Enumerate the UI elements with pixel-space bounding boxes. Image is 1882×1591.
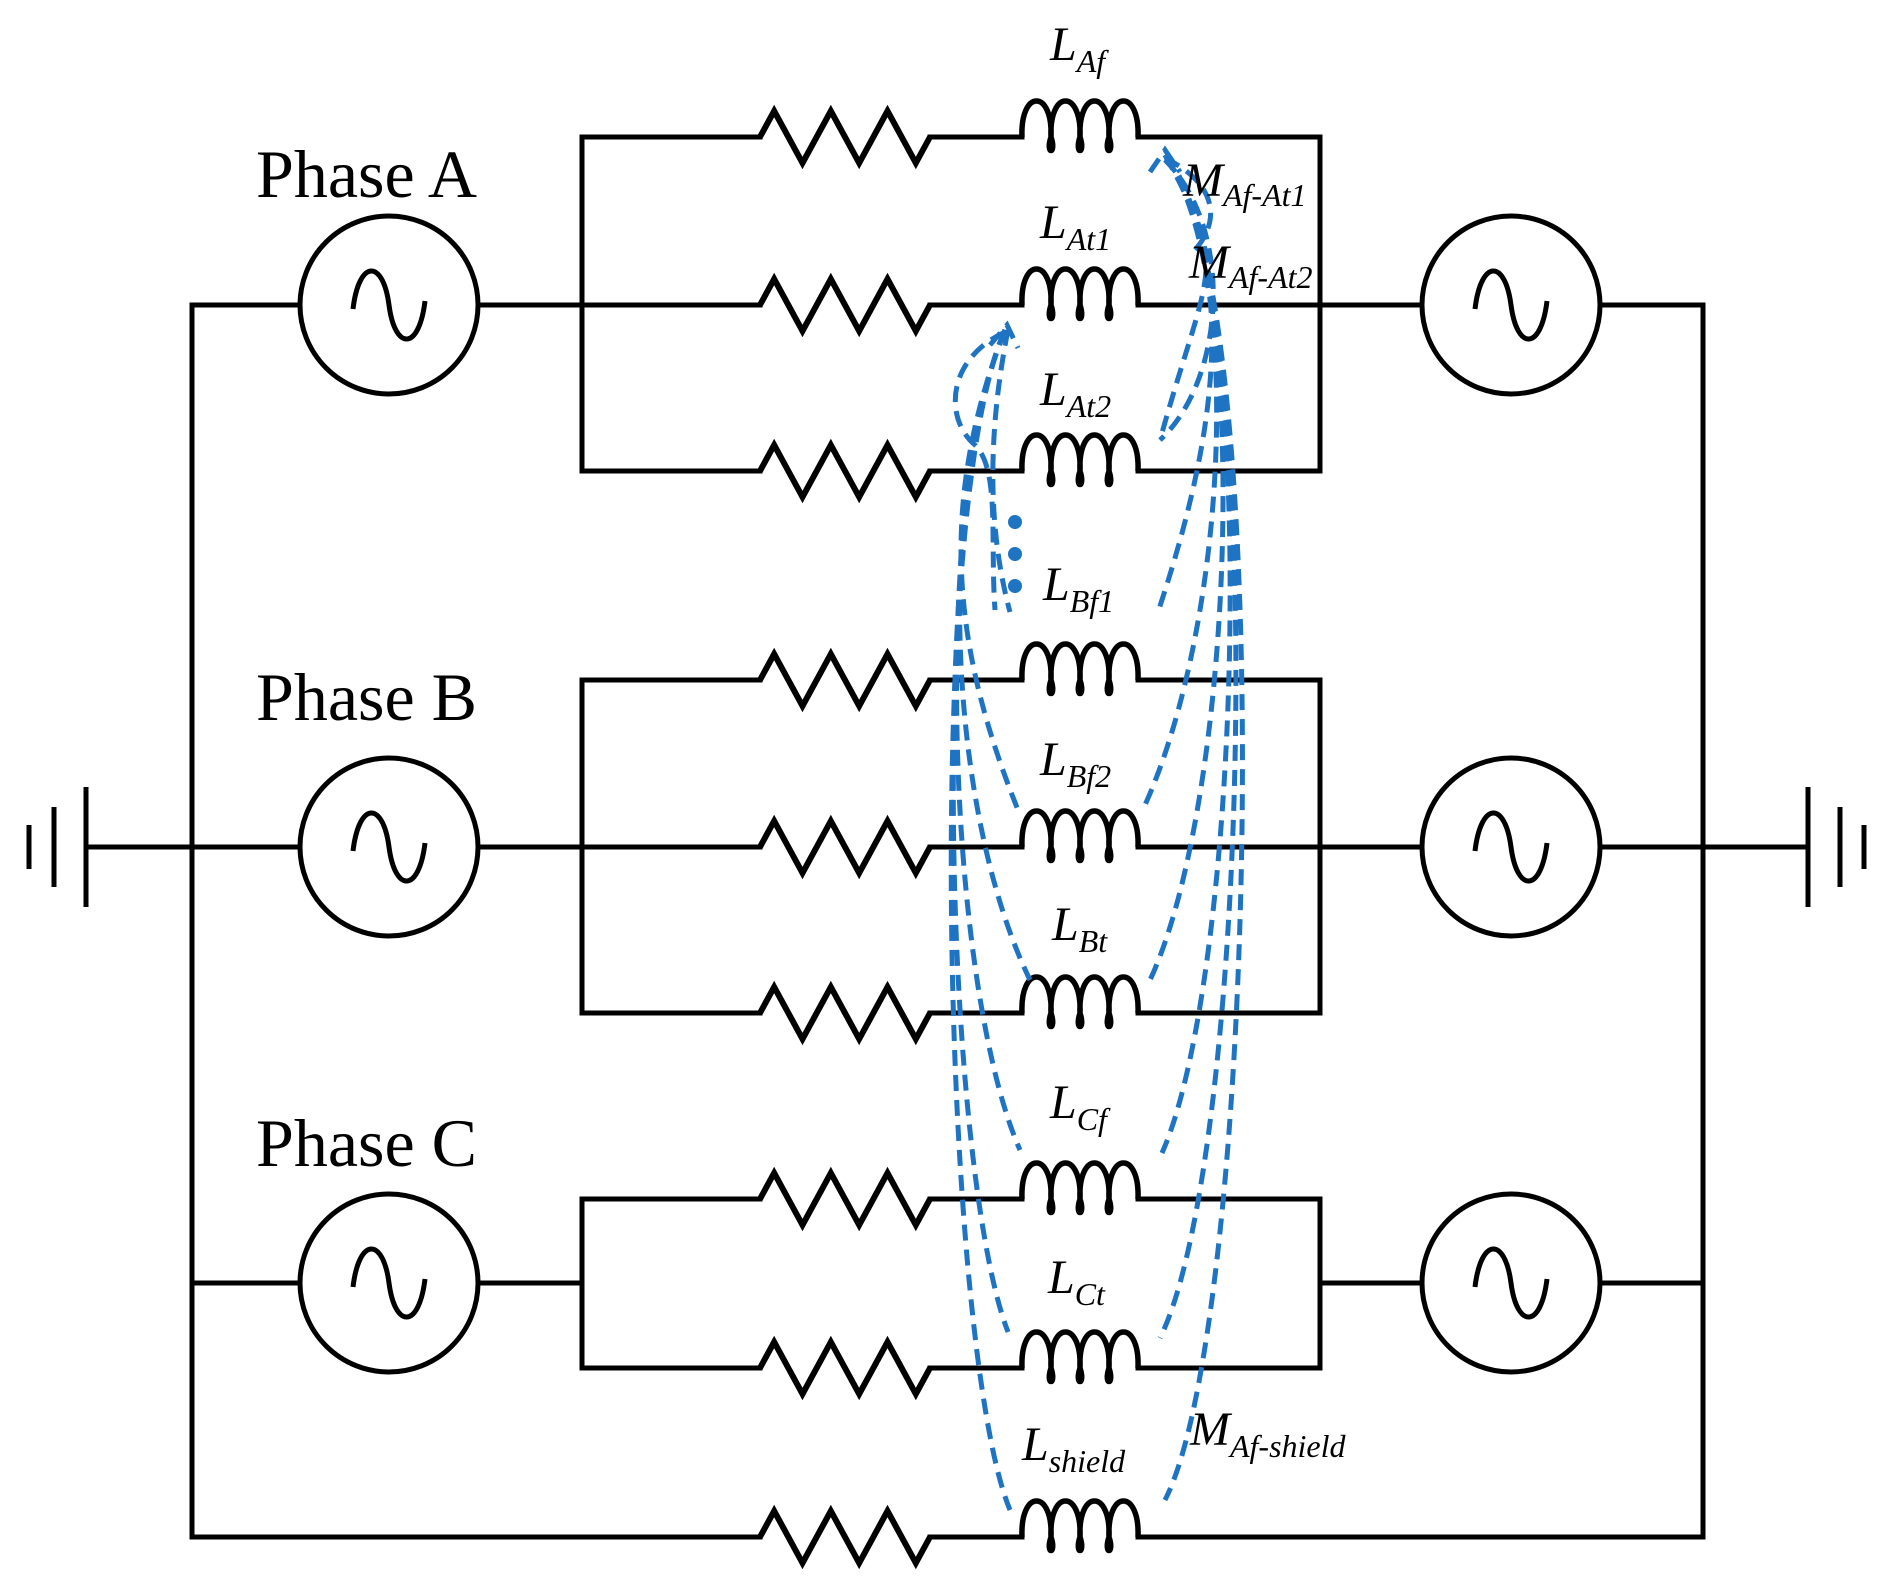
inductor-icon: [1019, 432, 1141, 488]
inductor-label-at2: LAt2: [1039, 363, 1111, 424]
phase-a-label: Phase A: [256, 136, 477, 212]
sine-wave-icon: [1472, 810, 1550, 884]
inductor-label-cf: LCf: [1049, 1076, 1111, 1137]
sine-wave-icon: [1472, 1246, 1550, 1320]
inductor-icon: [1019, 1160, 1141, 1216]
sine-wave-icon: [1472, 268, 1550, 342]
resistor-icon: [757, 438, 933, 504]
mutual-curve-right: [1162, 153, 1245, 1502]
mutual-curve-left-loop: [952, 329, 1007, 611]
grounds: [26, 787, 1867, 907]
sine-wave-icon: [350, 268, 428, 342]
mutual-curve-left-inner: [990, 329, 1013, 613]
inductor-coils: [1019, 98, 1141, 1554]
ellipsis-dots-icon: [1008, 515, 1022, 529]
ac-sources: [297, 213, 1603, 1375]
resistor-icon: [757, 272, 933, 338]
ellipsis-dots-icon: [1008, 547, 1022, 561]
resistor-icon: [757, 647, 933, 713]
inductor-label-ct: LCt: [1047, 1251, 1106, 1312]
mutual-curve-at1: [1163, 155, 1214, 252]
inductor-icon: [1019, 1329, 1141, 1385]
mutual-coupling-curves: [948, 145, 1245, 1511]
mutual-curve-left: [958, 329, 1023, 816]
mutual-curve-left: [948, 328, 1013, 1511]
sine-wave-icon: [350, 1246, 428, 1320]
resistor-icon: [757, 814, 933, 880]
mutual-curve-right: [1159, 153, 1233, 1155]
inductor-label-af: LAf: [1049, 18, 1109, 79]
resistor-icon: [757, 980, 933, 1046]
mutual-curve-left: [954, 329, 1023, 1152]
mutual-label-af-at1: MAf-At1: [1182, 154, 1307, 213]
mutual-label-af-shield: MAf-shield: [1189, 1403, 1347, 1464]
inductor-label-at1: LAt1: [1039, 196, 1111, 257]
inductor-icon: [1019, 98, 1141, 154]
resistor-icon: [757, 1166, 933, 1232]
resistor-icon: [757, 1504, 933, 1570]
arrowhead-top-right: [1147, 145, 1183, 174]
resistor-icon: [757, 104, 933, 170]
inductor-label-bt: LBt: [1051, 898, 1108, 959]
phase-c-label: Phase C: [256, 1105, 477, 1181]
arrowhead-top-left: [988, 320, 1021, 350]
inductor-label-bf1: LBf1: [1042, 558, 1114, 619]
mutual-curve-right: [1142, 153, 1220, 807]
resistor-icon: [757, 1335, 933, 1401]
mutual-label-af-at2: MAf-At2: [1188, 236, 1313, 295]
mutual-curve-right: [1155, 153, 1215, 613]
inductor-label-shield: Lshield: [1021, 1418, 1126, 1479]
ellipsis-dots-icon: [1008, 579, 1022, 593]
wires: [83, 134, 1811, 1540]
phase-b-label: Phase B: [256, 659, 477, 735]
sine-wave-icon: [350, 810, 428, 884]
inductor-icon: [1019, 974, 1141, 1030]
inductor-label-bf2: LBf2: [1039, 733, 1111, 794]
inductor-icon: [1019, 266, 1141, 322]
resistors: [757, 104, 933, 1570]
inductor-icon: [1019, 1498, 1141, 1554]
mutual-curve-at2: [1158, 158, 1216, 442]
inductor-icon: [1019, 808, 1141, 864]
inductor-icon: [1019, 641, 1141, 697]
